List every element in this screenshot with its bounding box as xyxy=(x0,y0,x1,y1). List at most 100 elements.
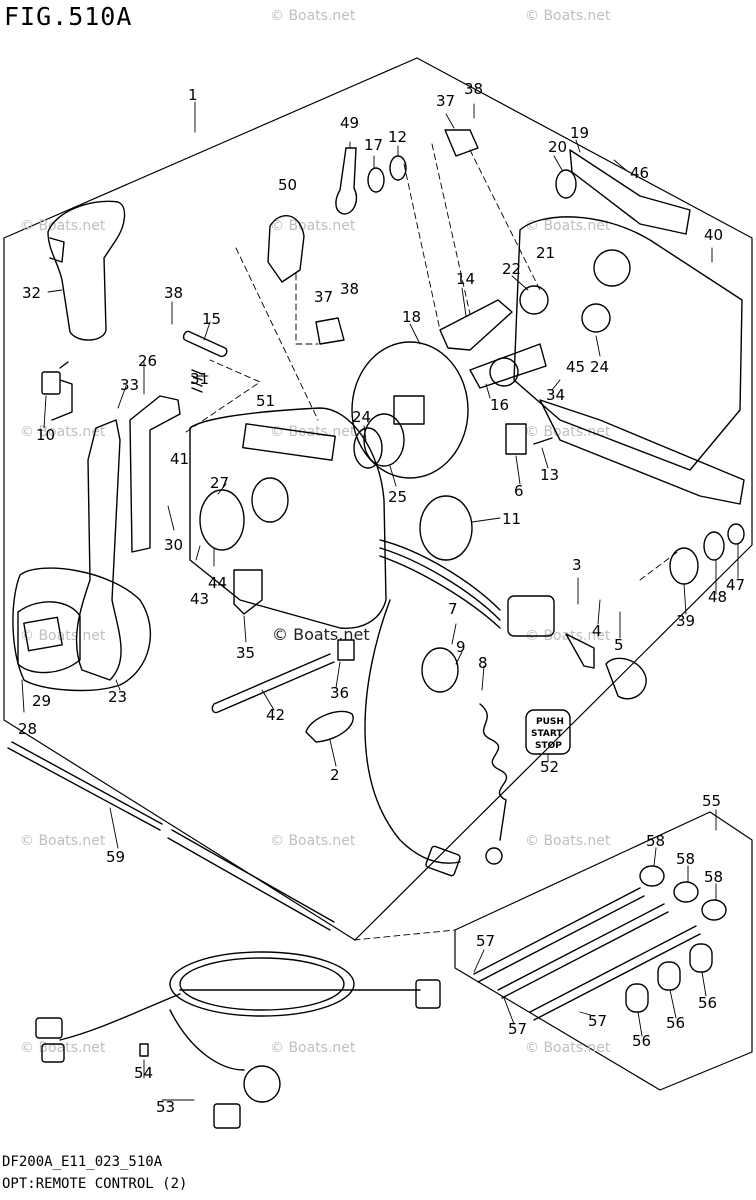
callout-33: 33 xyxy=(120,376,139,394)
long-bolt xyxy=(497,903,669,999)
callout-35: 35 xyxy=(236,644,255,662)
watermark: © Boats.net xyxy=(270,1040,356,1056)
callout-12: 12 xyxy=(388,128,407,146)
callout-34: 34 xyxy=(546,386,565,404)
lower-rail xyxy=(539,399,745,505)
callout-56c: 56 xyxy=(698,994,717,1012)
plate-part xyxy=(305,710,354,743)
long-bolt xyxy=(211,653,335,714)
callout-29: 29 xyxy=(32,692,51,710)
callout-38b: 38 xyxy=(164,284,183,302)
watermark: © Boats.net xyxy=(525,1040,611,1056)
plate-hole xyxy=(593,249,631,287)
cam-hub xyxy=(393,395,425,425)
control-housing xyxy=(189,407,387,629)
assembly-lines xyxy=(185,143,681,941)
handle-grip-detail xyxy=(49,237,65,263)
gear-part xyxy=(199,489,245,551)
callout-1: 1 xyxy=(188,86,198,104)
callout-11: 11 xyxy=(502,510,521,528)
washer xyxy=(673,881,699,903)
watermark: © Boats.net xyxy=(525,833,611,849)
callout-38c: 38 xyxy=(340,280,359,298)
callout-37b: 37 xyxy=(314,288,333,306)
harness-loop xyxy=(169,951,355,1017)
callout-5: 5 xyxy=(614,636,624,654)
callout-2: 2 xyxy=(330,766,340,784)
spring-part xyxy=(191,369,203,393)
callout-30: 30 xyxy=(164,536,183,554)
callout-7: 7 xyxy=(448,600,458,618)
spacer xyxy=(625,983,649,1013)
callout-24: 24 xyxy=(590,358,609,376)
callout-57c: 57 xyxy=(588,1012,607,1030)
watermark: © Boats.net xyxy=(270,8,356,24)
linkage-part xyxy=(439,299,513,351)
callout-46: 46 xyxy=(630,164,649,182)
stop-switch xyxy=(421,647,459,693)
callout-44: 44 xyxy=(208,574,227,592)
control-cable xyxy=(7,741,163,831)
block-part xyxy=(444,129,479,157)
plate-hole xyxy=(581,303,611,333)
shift-lever xyxy=(335,147,358,215)
callout-36: 36 xyxy=(330,684,349,702)
callout-55: 55 xyxy=(702,792,721,810)
callout-26: 26 xyxy=(138,352,157,370)
washer xyxy=(367,167,385,193)
harness-loop xyxy=(179,957,345,1011)
lever-housing xyxy=(12,567,152,692)
cable xyxy=(364,599,461,864)
callout-19: 19 xyxy=(570,124,589,142)
lanyard-clip xyxy=(485,847,503,865)
watermark-center: © Boats.net xyxy=(272,625,370,644)
ring-part xyxy=(353,427,383,469)
watermark: © Boats.net xyxy=(270,218,356,234)
callout-13: 13 xyxy=(540,466,559,484)
housing-cover xyxy=(17,601,81,674)
ring-part xyxy=(363,413,405,467)
throttle-bracket xyxy=(267,215,305,283)
harness-connector xyxy=(415,979,441,1009)
figure-caption: OPT:REMOTE CONTROL (2) xyxy=(2,1176,188,1192)
callout-49: 49 xyxy=(340,114,359,132)
callout-17: 17 xyxy=(364,136,383,154)
callout-50: 50 xyxy=(278,176,297,194)
watermark: © Boats.net xyxy=(20,218,106,234)
lanyard-coil xyxy=(479,703,508,841)
handle-grip xyxy=(47,200,126,341)
harness-connector xyxy=(35,1017,63,1039)
watermark: © Boats.net xyxy=(525,424,611,440)
spacer xyxy=(689,943,713,973)
callout-59: 59 xyxy=(106,848,125,866)
callout-27: 27 xyxy=(210,474,229,492)
washer xyxy=(701,899,727,921)
cam-disc xyxy=(351,341,469,479)
callout-48: 48 xyxy=(708,588,727,606)
callout-3: 3 xyxy=(572,556,582,574)
clip-part xyxy=(233,569,263,615)
callout-52: 52 xyxy=(540,758,559,776)
bolt-kit-border xyxy=(454,811,753,1091)
callout-8: 8 xyxy=(478,654,488,672)
housing-badge xyxy=(23,616,63,652)
callout-23: 23 xyxy=(108,688,127,706)
nut xyxy=(727,523,745,545)
key-cap xyxy=(605,657,647,700)
figure-title: FIG.510A xyxy=(4,2,133,31)
watermark: © Boats.net xyxy=(270,833,356,849)
callout-56: 56 xyxy=(632,1032,651,1050)
callout-10: 10 xyxy=(36,426,55,444)
main-kit-border xyxy=(3,57,753,941)
callout-56b: 56 xyxy=(666,1014,685,1032)
watermarks: © Boats.net © Boats.net © Boats.net © Bo… xyxy=(20,8,611,1056)
callout-31: 31 xyxy=(190,370,209,388)
callout-41: 41 xyxy=(170,450,189,468)
key-switch xyxy=(507,595,555,637)
callout-43: 43 xyxy=(190,590,209,608)
callout-38: 38 xyxy=(464,80,483,98)
callout-20: 20 xyxy=(548,138,567,156)
long-bolt xyxy=(529,925,701,1021)
linkage-arm xyxy=(469,343,547,389)
long-bolt xyxy=(473,887,645,983)
